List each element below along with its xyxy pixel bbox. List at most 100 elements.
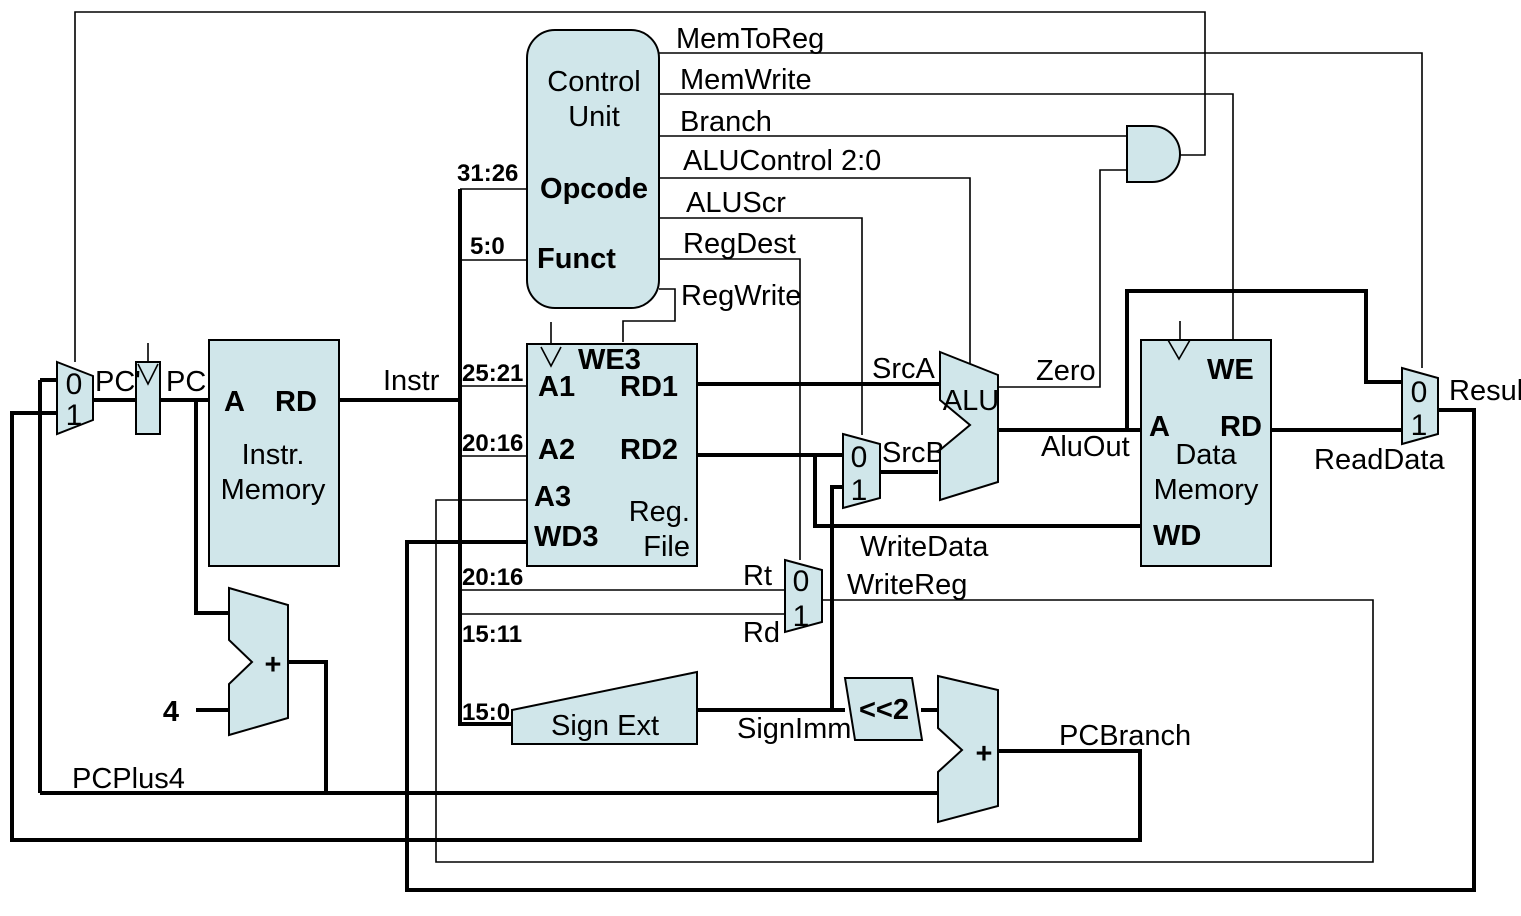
bits-imm: 15:0 xyxy=(462,699,510,726)
pc-register xyxy=(135,361,161,435)
regfile-name-2: File xyxy=(643,531,690,563)
rt-label: Rt xyxy=(743,560,772,592)
shift-body xyxy=(843,677,924,741)
control-signal-labels: MemToReg MemWrite Branch ALUControl 2:0 … xyxy=(676,23,881,312)
pc-mux-body xyxy=(56,360,94,436)
data-memory-box xyxy=(1140,339,1272,567)
regfile-rd2: RD2 xyxy=(620,434,678,466)
srcb-mux-body xyxy=(842,432,881,510)
srcb-mux-in1: 1 xyxy=(851,474,868,507)
control-unit-title-2: Unit xyxy=(568,101,620,133)
bits-rd-dest: 15:11 xyxy=(462,621,522,648)
thick-wires xyxy=(10,189,1476,892)
result-mux-in0: 0 xyxy=(1411,376,1428,409)
memwrite-label: MemWrite xyxy=(680,64,812,96)
writereg-mux-in0: 0 xyxy=(793,565,810,598)
pc-mux-in0: 0 xyxy=(66,368,83,401)
result-mux-in1: 1 xyxy=(1411,409,1428,442)
srcb-mux: 0 1 xyxy=(842,432,881,510)
datamem-we: WE xyxy=(1207,354,1254,386)
sign-ext-label: Sign Ext xyxy=(551,710,659,742)
rd-label: Rd xyxy=(743,617,780,649)
branch-adder-plus: + xyxy=(976,738,993,770)
bits-rt: 20:16 xyxy=(462,430,523,457)
regdest-label: RegDest xyxy=(683,228,796,260)
control-unit-box xyxy=(526,29,660,309)
regfile-we3: WE3 xyxy=(578,344,641,376)
regfile-a3: A3 xyxy=(534,481,571,513)
shift-label: <<2 xyxy=(859,694,909,726)
instr-port-rd: RD xyxy=(275,386,317,418)
srca-label: SrcA xyxy=(872,353,936,385)
aluout-label: AluOut xyxy=(1041,431,1130,463)
result-label: Result xyxy=(1449,375,1521,407)
regfile-wd3: WD3 xyxy=(534,521,598,553)
instr-memory-name-1: Instr. xyxy=(242,439,305,471)
funct-port: Funct xyxy=(537,243,616,275)
bits-opcode: 31:26 xyxy=(457,160,518,187)
control-unit: Control Unit Opcode Funct xyxy=(526,29,660,309)
datamem-port-wd: WD xyxy=(1153,520,1201,552)
sign-ext-body xyxy=(511,670,698,745)
pc-label: PC xyxy=(166,366,206,398)
alu-body xyxy=(939,350,999,502)
pc-adder-body xyxy=(228,586,289,737)
data-memory: WE A RD Data Memory WD xyxy=(1140,339,1272,567)
pc-mux: 0 1 xyxy=(56,360,94,436)
branch-label: Branch xyxy=(680,106,772,138)
writereg-mux-body xyxy=(784,558,823,634)
instr-port-a: A xyxy=(224,386,245,418)
regfile-name-1: Reg. xyxy=(629,496,690,528)
thin-wires xyxy=(74,11,1423,863)
shift-left-2: <<2 xyxy=(843,677,924,741)
bits-rs: 25:21 xyxy=(462,360,523,387)
constant-four: 4 xyxy=(163,696,179,728)
register-file: WE3 A1 RD1 A2 RD2 A3 WD3 Reg. File xyxy=(526,343,698,567)
instr-memory-box xyxy=(208,339,340,567)
pcplus4-label: PCPlus4 xyxy=(72,763,185,795)
regfile-a2: A2 xyxy=(538,434,575,466)
bits-rt-dest: 20:16 xyxy=(462,564,523,591)
pc-adder-plus: + xyxy=(265,649,282,681)
instr-label: Instr xyxy=(383,365,440,397)
srcb-mux-in0: 0 xyxy=(851,441,868,474)
pc-register-box xyxy=(135,361,161,435)
branch-adder-body xyxy=(937,674,999,824)
alu-label: ALU xyxy=(943,385,999,417)
datamem-clock-triangle xyxy=(1167,339,1191,361)
opcode-port: Opcode xyxy=(540,173,648,205)
writedata-label: WriteData xyxy=(860,531,989,563)
pc-branch-adder: + xyxy=(937,674,999,824)
pcbranch-label: PCBranch xyxy=(1059,720,1191,752)
result-mux-body xyxy=(1401,366,1439,446)
alusrc-label: ALUScr xyxy=(686,187,786,219)
writereg-mux-in1: 1 xyxy=(793,600,810,633)
regwrite-label: RegWrite xyxy=(681,280,801,312)
signimm-label: SignImm xyxy=(737,713,851,745)
writereg-label: WriteReg xyxy=(847,569,967,601)
writereg-mux: 0 1 xyxy=(784,558,823,634)
zero-label: Zero xyxy=(1036,355,1096,387)
regfile-a1: A1 xyxy=(538,371,575,403)
branch-and-gate xyxy=(1126,125,1181,183)
pc-prime-label: PC' xyxy=(95,366,141,398)
datamem-name-1: Data xyxy=(1175,439,1237,471)
srcb-label: SrcB xyxy=(882,437,945,469)
datamem-port-a: A xyxy=(1149,411,1170,443)
datamem-port-rd: RD xyxy=(1220,411,1262,443)
pc-clock-triangle xyxy=(137,363,159,386)
sign-extend: Sign Ext xyxy=(511,670,698,745)
instr-memory-name-2: Memory xyxy=(221,474,326,506)
instruction-bit-fields: 31:26 5:0 25:21 20:16 20:16 15:11 15:0 xyxy=(457,160,523,726)
datamem-name-2: Memory xyxy=(1154,474,1259,506)
instruction-memory: A RD Instr. Memory xyxy=(208,339,340,567)
pc-mux-in1: 1 xyxy=(66,399,83,432)
result-mux: 0 1 xyxy=(1401,366,1439,446)
register-file-box xyxy=(526,343,698,567)
readdata-label: ReadData xyxy=(1314,444,1445,476)
memtoreg-label: MemToReg xyxy=(676,23,824,55)
alucontrol-label: ALUControl 2:0 xyxy=(683,145,881,177)
alu: ALU xyxy=(939,350,999,502)
control-unit-title-1: Control xyxy=(547,66,641,98)
